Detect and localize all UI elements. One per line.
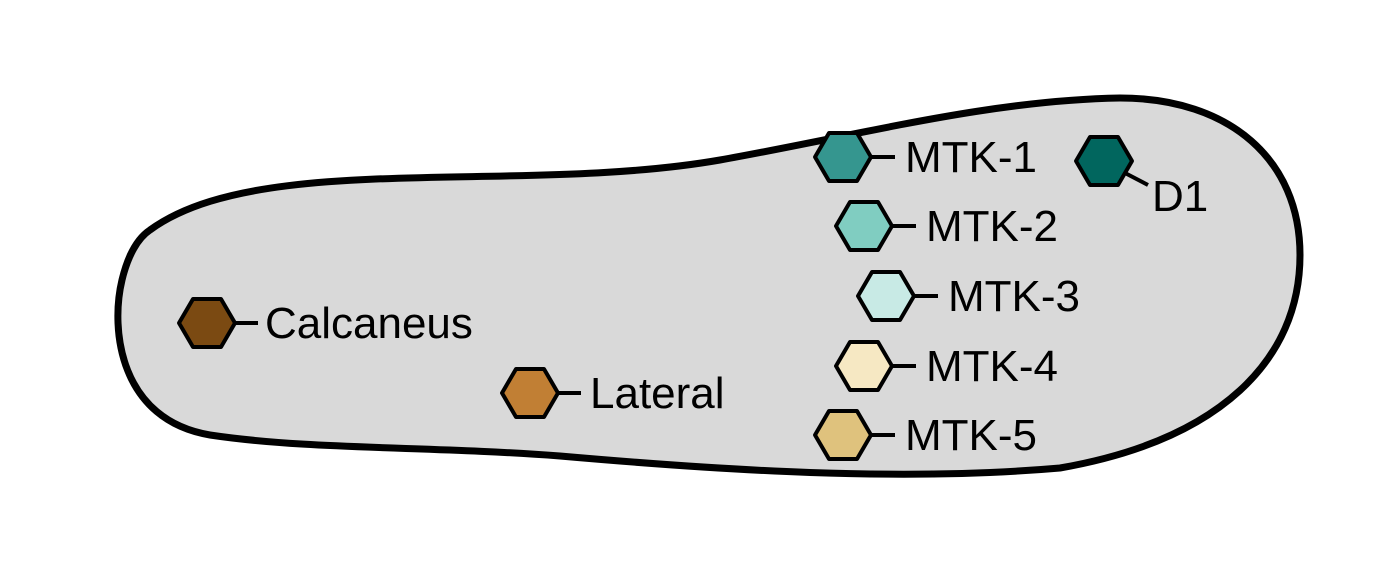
sensor-mtk-5-marker	[813, 409, 873, 461]
sensor-mtk-1-label: MTK-1	[905, 133, 1037, 182]
sensor-mtk-4-label: MTK-4	[926, 342, 1058, 391]
sensor-d1: D1	[1074, 135, 1208, 221]
sensor-mtk-5-label: MTK-5	[905, 411, 1037, 460]
sensor-mtk-3-marker	[856, 270, 916, 322]
sensor-calcaneus-marker	[177, 297, 237, 349]
sensor-lateral: Lateral	[500, 367, 725, 419]
sensor-mtk-4: MTK-4	[834, 340, 1058, 392]
sensor-lateral-marker	[500, 367, 560, 419]
sensor-lateral-label: Lateral	[590, 369, 725, 418]
sensor-mtk-2-marker	[834, 200, 894, 252]
sensor-mtk-3: MTK-3	[856, 270, 1080, 322]
sensor-mtk-2: MTK-2	[834, 200, 1058, 252]
insole-outline	[114, 94, 1304, 478]
sensor-mtk-1: MTK-1	[813, 131, 1037, 183]
sensor-mtk-1-marker	[813, 131, 873, 183]
sensor-d1-leader	[1124, 171, 1149, 187]
sensor-d1-label: D1	[1152, 172, 1208, 221]
sensor-mtk-4-marker	[834, 340, 894, 392]
sensor-mtk-5: MTK-5	[813, 409, 1037, 461]
sensor-mtk-3-label: MTK-3	[948, 272, 1080, 321]
sensor-calcaneus: Calcaneus	[177, 297, 473, 349]
sensor-calcaneus-label: Calcaneus	[265, 299, 473, 348]
sensor-d1-marker	[1074, 135, 1134, 187]
sensor-mtk-2-label: MTK-2	[926, 202, 1058, 251]
